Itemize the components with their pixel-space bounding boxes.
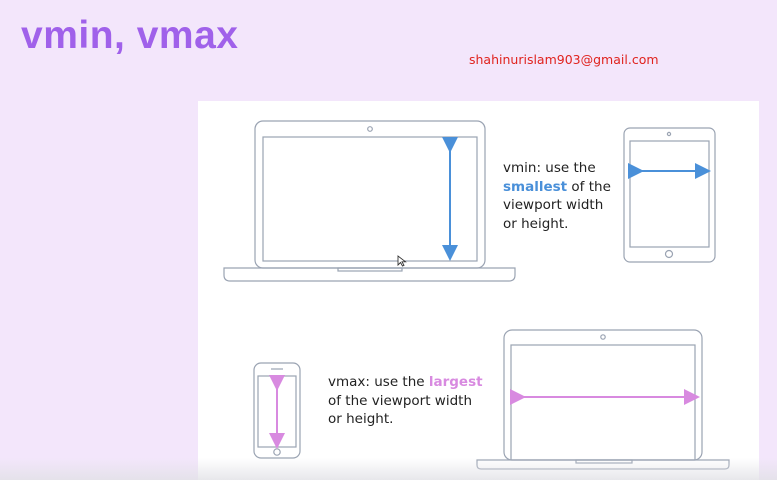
vmin-line-2-rest: of the bbox=[567, 178, 611, 195]
vmin-description: vmin: use the smallest of the viewport w… bbox=[503, 159, 611, 233]
vmax-line-2: of the viewport width bbox=[328, 392, 473, 409]
vmin-line-2: smallest of the bbox=[503, 178, 611, 197]
illustration-panel: vmin: use the smallest of the viewport w… bbox=[198, 101, 759, 480]
vmax-line-1: vmax: use the largest bbox=[328, 373, 483, 392]
vmin-line-3: viewport width bbox=[503, 197, 604, 213]
vmax-highlight: largest bbox=[428, 374, 483, 390]
bottom-fade bbox=[0, 458, 777, 480]
laptop-icon-vmax bbox=[476, 329, 730, 470]
vmax-line-3: or height. bbox=[328, 411, 394, 427]
vmin-line-4: or height. bbox=[503, 215, 569, 232]
cursor-icon bbox=[397, 255, 407, 267]
vmin-highlight: smallest bbox=[503, 178, 568, 195]
vmax-line-1-prefix: vmax: use the bbox=[328, 374, 429, 390]
slide-title: vmin, vmax bbox=[21, 14, 239, 57]
vmin-line-1: vmin: use the bbox=[503, 160, 596, 176]
tablet-icon bbox=[623, 127, 716, 263]
vmax-description: vmax: use the largest of the viewport wi… bbox=[328, 373, 483, 429]
author-email: shahinurislam903@gmail.com bbox=[469, 52, 659, 67]
laptop-icon-vmin bbox=[223, 120, 516, 282]
